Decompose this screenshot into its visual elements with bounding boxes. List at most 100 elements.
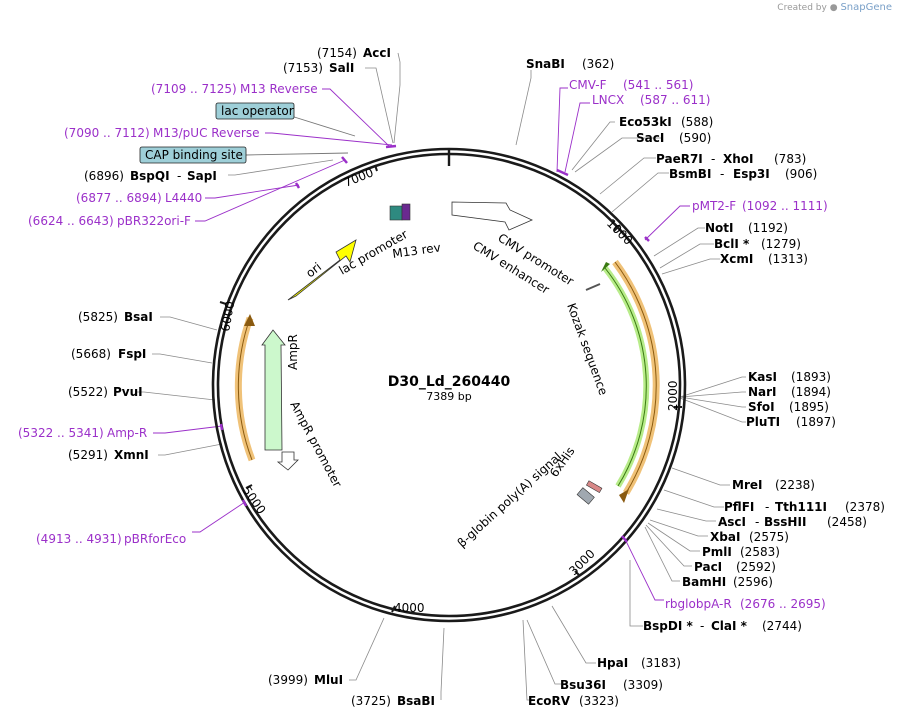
site-sep-bspdi: - xyxy=(700,619,704,633)
outer-feature-arrows xyxy=(234,259,660,503)
connector-kasi xyxy=(679,376,746,398)
primer-range-pmt2-f: (1092 .. 1111) xyxy=(742,199,828,213)
site-pos-hpai: (3183) xyxy=(641,656,681,670)
connector-bspdi xyxy=(629,560,643,627)
feature-ori xyxy=(287,239,357,301)
orf-left-orange-line xyxy=(237,317,253,461)
site-name2-bspqi: SapI xyxy=(187,169,217,183)
connector-noti xyxy=(653,227,705,257)
tick-marks xyxy=(219,164,682,613)
connector-xbai xyxy=(649,519,708,537)
label-ori: ori xyxy=(303,260,324,281)
label-m13-rev: M13 rev xyxy=(391,240,441,261)
connector-cap-site xyxy=(245,152,349,156)
site-name-pvui: PvuI xyxy=(113,385,143,399)
connector-pbr322ori-f xyxy=(195,159,346,222)
tick-label-6000: 6000 xyxy=(218,300,237,333)
connector-bsu36i xyxy=(526,619,561,685)
tick-4000 xyxy=(391,605,396,613)
site-name-paer7i: PaeR7I xyxy=(656,152,703,166)
site-pos-saci: (590) xyxy=(679,131,711,145)
site-pos-nari: (1894) xyxy=(791,385,831,399)
label-ampr-promoter: AmpR promoter xyxy=(287,399,344,490)
site-name2-paer7i: XhoI xyxy=(723,152,754,166)
site-name-sfoi: SfoI xyxy=(748,400,775,414)
site-pos-bspqi: (6896) xyxy=(84,169,124,183)
label-ampr: AmpR xyxy=(286,334,300,370)
site-pos-mlui: (3999) xyxy=(268,673,308,687)
cap-binding-box xyxy=(139,146,247,164)
primer-mark-m13-reverse xyxy=(385,144,397,149)
connector-pbrforeco xyxy=(192,501,246,533)
feature-cmv-promoter xyxy=(451,201,533,231)
connector-nari xyxy=(679,391,746,398)
site-pos-snabi: (362) xyxy=(582,57,614,71)
site-name-asci: AscI xyxy=(718,515,746,529)
connector-amp-r xyxy=(153,425,223,434)
site-pos-bsmbi: (906) xyxy=(785,167,817,181)
primer-mark-pbr322ori-f xyxy=(341,156,348,164)
primer-mark-pbrforeco xyxy=(241,499,248,507)
site-pos-acci: (7154) xyxy=(317,46,357,60)
restriction-site-labels: (7154) AccI (7153) SalI (6896) BspQI - S… xyxy=(68,46,885,708)
orf-right-arrowhead xyxy=(619,489,629,503)
label-cap-binding-site: CAP binding site xyxy=(145,148,243,162)
site-pos-paer7i: (783) xyxy=(774,152,806,166)
site-pos-bamhi: (2596) xyxy=(733,575,773,589)
snapgene-logo-icon: ● xyxy=(829,3,838,13)
site-name-xbai: XbaI xyxy=(710,530,740,544)
site-name-bsabi: BsaBI xyxy=(397,694,435,708)
site-sep-pflfi: - xyxy=(765,500,769,514)
site-pos-pvui: (5522) xyxy=(68,385,108,399)
primer-name-pbr322ori-f: pBR322ori-F xyxy=(117,214,191,228)
connector-hpai xyxy=(551,605,596,664)
site-name-sali: SalI xyxy=(329,61,354,75)
connector-pflfi xyxy=(663,489,724,508)
primer-name-m13-reverse: M13 Reverse xyxy=(240,82,318,96)
label-betaglobin-polya: β-globin poly(A) signal xyxy=(455,450,565,551)
site-name-ecorv: EcoRV xyxy=(528,694,571,708)
site-name-bsai: BsaI xyxy=(124,310,153,324)
site-sep-bspqi: - xyxy=(177,169,181,183)
site-name-mlui: MluI xyxy=(314,673,343,687)
connector-bsabi xyxy=(440,627,445,700)
site-name-bspqi: BspQI xyxy=(130,169,170,183)
connector-m13-puc-reverse xyxy=(265,132,393,146)
site-pos-asci: (2458) xyxy=(827,515,867,529)
site-name-acci: AccI xyxy=(363,46,391,60)
primer-mark-l4440 xyxy=(294,182,301,189)
tick-label-7000: 7000 xyxy=(342,165,376,189)
primer-name-pmt2-f: pMT2-F xyxy=(692,199,736,213)
site-name2-bsmbi: Esp3I xyxy=(733,167,770,181)
site-pos-bsai: (5825) xyxy=(78,310,118,324)
site-connectors xyxy=(135,52,746,701)
site-pos-xbai: (2575) xyxy=(749,530,789,544)
site-pos-xcmi: (1313) xyxy=(768,252,808,266)
connector-snabi xyxy=(515,70,532,146)
watermark-brand: SnapGene xyxy=(840,2,892,13)
site-pos-xmni: (5291) xyxy=(68,448,108,462)
feature-kozak xyxy=(585,283,601,291)
primer-range-cmv-f: (541 .. 561) xyxy=(623,78,693,92)
primer-range-pbr322ori-f: (6624 .. 6643) xyxy=(28,214,114,228)
connector-rbglobpa-r xyxy=(623,536,664,601)
primer-labels: (7109 .. 7125) M13 Reverse (7090 .. 7112… xyxy=(18,78,828,611)
connector-ecorv xyxy=(522,619,531,701)
feature-lac-promoter xyxy=(389,205,403,221)
site-pos-noti: (1192) xyxy=(748,221,788,235)
site-pos-sali: (7153) xyxy=(283,61,323,75)
connector-sfoi xyxy=(679,396,746,408)
tick-7000 xyxy=(374,164,378,172)
site-name2-bspdi: ClaI * xyxy=(711,619,748,633)
connector-bspqi xyxy=(228,159,334,176)
watermark-prefix: Created by xyxy=(777,3,827,13)
site-name-paci: PacI xyxy=(694,560,722,574)
site-name-bsmbi: BsmBI xyxy=(669,167,711,181)
primer-range-lncx: (587 .. 611) xyxy=(640,93,710,107)
site-name-noti: NotI xyxy=(705,221,734,235)
site-name-pmli: PmlI xyxy=(702,545,732,559)
site-name-bspdi: BspDI * xyxy=(643,619,693,633)
site-pos-pluti: (1897) xyxy=(796,415,836,429)
connector-mlui xyxy=(349,617,385,681)
primer-range-m13-puc-reverse: (7090 .. 7112) xyxy=(64,126,150,140)
